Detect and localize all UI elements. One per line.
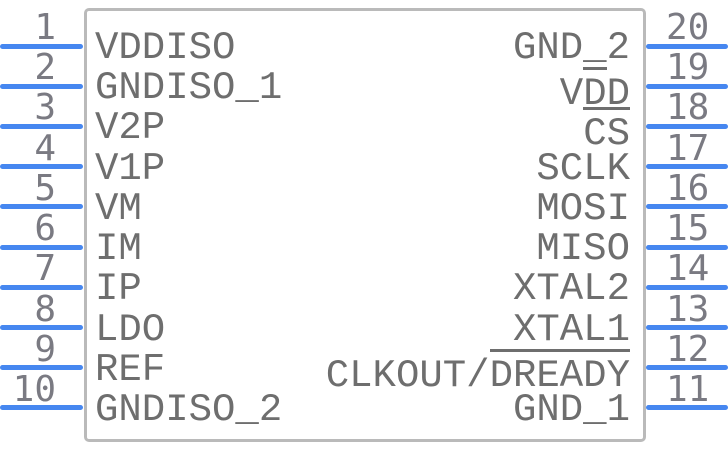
pin-number-1: 1 (34, 7, 56, 48)
label-segment: GNDISO_1 (95, 66, 283, 111)
pin-number-10: 10 (12, 368, 56, 410)
label-segment: MISO (536, 227, 630, 272)
pin-label-xtal2: XTAL2 (513, 268, 630, 310)
ic-body (84, 8, 646, 442)
pin-label-ip: IP (95, 268, 142, 310)
pin-line-10 (0, 405, 83, 411)
pin-label-vm: VM (95, 188, 142, 230)
pin-label-cs: CS (583, 107, 630, 155)
pin-number-20: 20 (666, 7, 710, 48)
label-segment: XTAL1 (512, 307, 630, 352)
pin-label-miso: MISO (536, 228, 630, 270)
pin-line-18 (646, 123, 728, 129)
pin-number-17: 17 (666, 127, 710, 169)
label-segment: LDO (95, 307, 166, 352)
label-segment: V2P (95, 106, 166, 151)
label-segment: SCLK (536, 146, 630, 191)
pin-number-6: 6 (34, 208, 56, 250)
label-segment: V1P (95, 146, 166, 191)
label-segment: IM (95, 227, 142, 272)
pin-label-mosi: MOSI (536, 188, 630, 230)
pin-number-4: 4 (34, 127, 56, 169)
pin-line-5 (0, 204, 83, 210)
pin-label-clkout-dready: CLKOUT/DREADY (325, 348, 630, 398)
pin-label-sclk: SCLK (536, 148, 630, 190)
pin-label-ldo: LDO (95, 309, 165, 351)
pin-line-12 (646, 365, 728, 371)
label-segment: VM (95, 186, 142, 231)
pin-label-gndiso-2: GNDISO_2 (95, 389, 282, 431)
pin-number-7: 7 (34, 248, 56, 290)
pin-label-vddiso: VDDISO (95, 27, 235, 69)
pin-number-11: 11 (666, 368, 710, 410)
pin-label-ref: REF (95, 349, 165, 391)
pin-label-v2p: V2P (95, 107, 165, 149)
label-segment: GNDISO_2 (95, 387, 283, 432)
pin-line-14 (646, 284, 728, 290)
pin-line-19 (646, 83, 728, 89)
pin-number-5: 5 (34, 167, 56, 209)
pin-number-14: 14 (666, 248, 710, 290)
pin-number-13: 13 (666, 288, 710, 330)
label-segment-overline: DREADY (489, 348, 630, 397)
pin-label-gndiso-1: GNDISO_1 (95, 67, 282, 109)
pin-label-im: IM (95, 228, 142, 270)
label-segment: D (606, 72, 630, 117)
label-segment: V (559, 72, 584, 117)
label-segment: VDDISO (95, 26, 236, 70)
pin-label-xtal1: XTAL1 (513, 309, 630, 351)
pin-line-4 (0, 164, 83, 170)
pin-line-17 (646, 164, 728, 170)
label-segment-overline: D (583, 67, 607, 115)
pin-number-9: 9 (34, 328, 56, 370)
pin-line-9 (0, 365, 83, 371)
label-segment: GND_2 (512, 26, 630, 70)
pin-line-16 (646, 204, 728, 210)
pin-label-vdd: VDD (560, 67, 630, 115)
pin-number-15: 15 (666, 208, 710, 250)
pin-label-gnd-2: GND_2 (513, 27, 630, 69)
pin-number-2: 2 (34, 47, 56, 89)
pin-line-1 (0, 43, 83, 49)
pin-number-8: 8 (34, 288, 56, 330)
pin-line-7 (0, 284, 83, 290)
pin-label-gnd-1: GND_1 (513, 389, 630, 431)
label-segment: REF (95, 347, 166, 392)
pin-line-20 (646, 43, 728, 49)
label-segment: IP (95, 267, 142, 312)
pin-number-3: 3 (34, 87, 56, 129)
pin-line-2 (0, 83, 83, 89)
pin-line-6 (0, 244, 83, 250)
pin-label-v1p: V1P (95, 148, 165, 190)
label-segment: GND_1 (512, 387, 630, 432)
pin-number-18: 18 (666, 87, 710, 129)
pin-line-8 (0, 325, 83, 331)
label-segment: XTAL2 (512, 267, 630, 312)
pin-number-12: 12 (666, 328, 710, 370)
label-segment: MOSI (536, 186, 630, 231)
label-segment: CLKOUT/ (325, 353, 490, 398)
pin-number-16: 16 (666, 167, 710, 209)
pin-number-19: 19 (666, 47, 710, 89)
pin-line-11 (646, 405, 728, 411)
pin-line-15 (646, 244, 728, 250)
pin-line-13 (646, 325, 728, 331)
label-segment-overline: CS (583, 107, 630, 155)
pin-line-3 (0, 123, 83, 129)
